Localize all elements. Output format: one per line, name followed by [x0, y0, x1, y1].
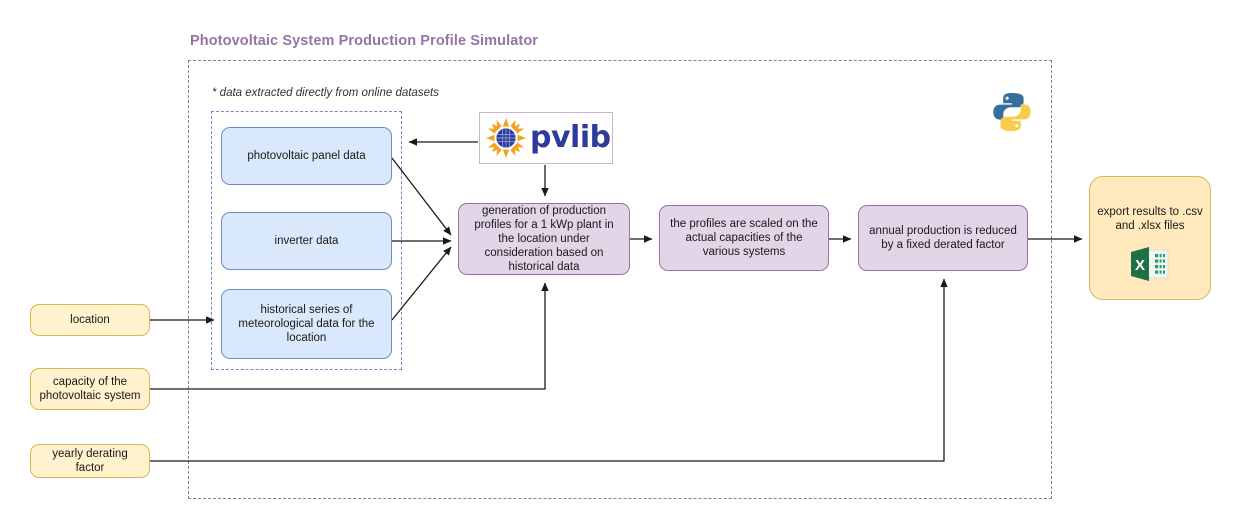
- node-export-results[interactable]: export results to .csv and .xlsx files X: [1089, 176, 1211, 300]
- node-input-location[interactable]: location: [30, 304, 150, 336]
- node-annual-production-derated[interactable]: annual production is reduced by a fixed …: [858, 205, 1028, 271]
- pvlib-logo: pvlib: [479, 112, 613, 164]
- node-profiles-scaled-to-capacity[interactable]: the profiles are scaled on the actual ca…: [659, 205, 829, 271]
- export-label: export results to .csv and .xlsx files: [1097, 206, 1203, 232]
- svg-text:X: X: [1135, 257, 1145, 274]
- python-logo-icon: [990, 90, 1034, 134]
- pvlib-wordmark: pvlib: [530, 120, 611, 155]
- excel-file-icon: X: [1131, 247, 1169, 281]
- node-meteorological-data[interactable]: historical series of meteorological data…: [221, 289, 392, 359]
- node-generation-of-production-profiles[interactable]: generation of production profiles for a …: [458, 203, 630, 275]
- page-title: Photovoltaic System Production Profile S…: [190, 33, 539, 49]
- sun-grid-icon: [486, 118, 526, 158]
- node-photovoltaic-panel-data[interactable]: photovoltaic panel data: [221, 127, 392, 185]
- node-input-capacity[interactable]: capacity of the photovoltaic system: [30, 368, 150, 410]
- node-input-yearly-derating-factor[interactable]: yearly derating factor: [30, 444, 150, 478]
- node-inverter-data[interactable]: inverter data: [221, 212, 392, 270]
- datasets-note: * data extracted directly from online da…: [212, 87, 439, 99]
